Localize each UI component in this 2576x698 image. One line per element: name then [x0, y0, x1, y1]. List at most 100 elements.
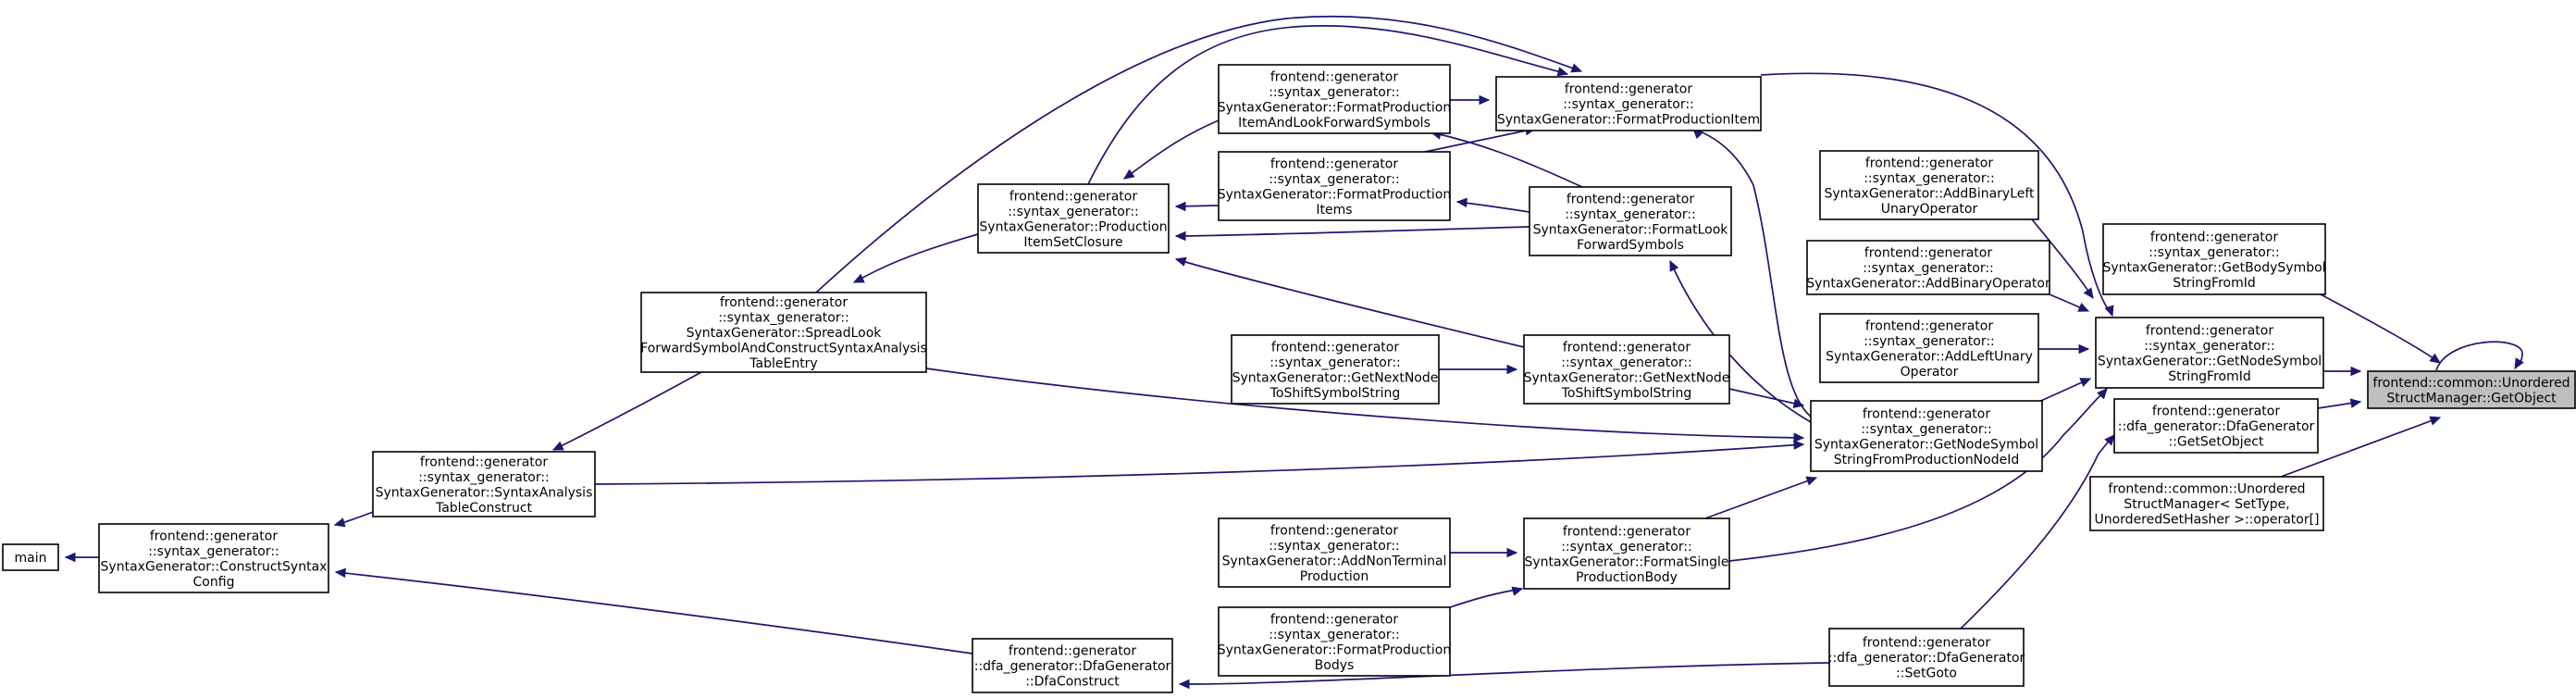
- node-setgoto[interactable]: frontend::generator::dfa_generator::DfaG…: [1828, 628, 2025, 687]
- node-label-line: Operator: [1901, 365, 1959, 380]
- node-box[interactable]: [1806, 240, 2050, 295]
- node-label-line: frontend::generator: [1865, 156, 1993, 170]
- node-box[interactable]: [1231, 334, 1440, 405]
- edge-setgoto-to-dfaconstruct: [1179, 662, 1830, 685]
- node-box[interactable]: [1218, 606, 1451, 677]
- node-getnodesymbol[interactable]: frontend::generator::syntax_generator::S…: [2095, 317, 2324, 389]
- node-label-line: frontend::generator: [1270, 156, 1398, 171]
- node-getnextnode1[interactable]: frontend::generator::syntax_generator::S…: [1231, 334, 1440, 405]
- node-box[interactable]: [98, 523, 329, 593]
- node-label-line: Production: [1300, 569, 1368, 584]
- node-label-line: ::syntax_generator::: [1864, 171, 1995, 186]
- node-formatlookfwd[interactable]: frontend::generator::syntax_generator::S…: [1529, 186, 1732, 256]
- node-label-line: Items: [1316, 203, 1352, 218]
- node-label-line: ToShiftSymbolString: [1269, 386, 1401, 401]
- node-box[interactable]: [1523, 517, 1730, 590]
- node-box[interactable]: [372, 451, 596, 517]
- arrowhead-syntaxtable-to-constructsyntax: [333, 517, 346, 528]
- node-label-line: SyntaxGenerator::Production: [979, 219, 1167, 234]
- node-box[interactable]: [1828, 628, 2025, 687]
- node-label-line: frontend::generator: [1009, 644, 1136, 659]
- node-formatproductionbodys[interactable]: frontend::generator::syntax_generator::S…: [1218, 606, 1452, 677]
- node-getnextnode2[interactable]: frontend::generator::syntax_generator::S…: [1523, 334, 1730, 405]
- node-label-line: SyntaxGenerator::FormatProduction: [1218, 642, 1452, 657]
- node-dfaconstruct[interactable]: frontend::generator::dfa_generator::DfaG…: [972, 638, 1173, 693]
- arrowhead-formatsinglebody-to-getnodesymbol: [2097, 388, 2108, 400]
- arrowhead-spreadlook-to-formatproductionitem: [1570, 63, 1583, 73]
- node-label-line: SyntaxGenerator::FormatSingle: [1524, 555, 1728, 569]
- node-formatsinglebody[interactable]: frontend::generator::syntax_generator::S…: [1523, 517, 1730, 590]
- node-label-line: StructManager< SetType,: [2124, 497, 2289, 512]
- node-label-line: ProductionBody: [1576, 570, 1678, 585]
- node-label-line: frontend::generator: [1270, 69, 1398, 84]
- arrowhead-operatoridx-to-getobject: [2429, 416, 2442, 426]
- node-getsetobject[interactable]: frontend::generator::dfa_generator::DfaG…: [2113, 398, 2319, 454]
- node-box[interactable]: [977, 183, 1170, 254]
- arrowhead-setgoto-to-dfaconstruct: [1178, 679, 1190, 690]
- node-getbodysymbol[interactable]: frontend::generator::syntax_generator::S…: [2102, 223, 2326, 295]
- node-label-line: frontend::generator: [2152, 405, 2280, 419]
- node-addnonterminal[interactable]: frontend::generator::syntax_generator::S…: [1218, 517, 1451, 588]
- arrowhead-itemsetclosure-to-spreadlook: [852, 273, 865, 283]
- edge-formatprodlookfwd-to-itemsetclosure: [1123, 119, 1220, 180]
- node-label-line: SyntaxGenerator::GetNodeSymbol: [1814, 437, 2038, 452]
- arrowhead-getnextnode1-to-getnextnode2: [1506, 364, 1518, 375]
- node-label-line: StringFromId: [2168, 369, 2250, 384]
- arrowhead-getobject-to-getobject: [2514, 357, 2524, 370]
- node-formatproductionitems[interactable]: frontend::generator::syntax_generator::S…: [1218, 151, 1452, 221]
- node-spreadlook[interactable]: frontend::generator::syntax_generator::S…: [640, 292, 927, 373]
- arrowhead-dfaconstruct-to-constructsyntax: [334, 567, 346, 579]
- node-box[interactable]: [1819, 150, 2039, 220]
- arrowhead-formatsinglebody-to-getnodesymbolfromprod: [1805, 476, 1818, 486]
- node-label-line: ::syntax_generator::: [1269, 85, 1400, 100]
- node-label-line: SyntaxGenerator::SyntaxAnalysis: [376, 485, 593, 500]
- node-addleftunary[interactable]: frontend::generator::syntax_generator::S…: [1819, 313, 2039, 383]
- node-label-line: frontend::generator: [1865, 318, 1993, 333]
- arrowhead-getsetobject-to-getobject: [2349, 398, 2362, 408]
- node-box[interactable]: [1819, 313, 2039, 383]
- node-getnodesymbolfromprod[interactable]: frontend::generator::syntax_generator::S…: [1810, 400, 2043, 472]
- node-label-line: ForwardSymbols: [1577, 238, 1684, 253]
- node-label-line: frontend::common::Unordered: [2108, 482, 2305, 497]
- node-addbinaryleft[interactable]: frontend::generator::syntax_generator::S…: [1819, 150, 2039, 220]
- node-label-line: SyntaxGenerator::AddLeftUnary: [1826, 349, 2033, 364]
- node-itemsetclosure[interactable]: frontend::generator::syntax_generator::S…: [977, 183, 1170, 254]
- node-box[interactable]: [972, 638, 1173, 693]
- edge-getnextnode2-to-getnodesymbolfromprod: [1728, 388, 1804, 406]
- node-constructsyntax[interactable]: frontend::generator::syntax_generator::S…: [98, 523, 329, 593]
- node-box[interactable]: [1218, 64, 1451, 134]
- node-box[interactable]: [2, 543, 59, 571]
- node-label-line: ::syntax_generator::: [1269, 539, 1400, 554]
- node-box[interactable]: [2367, 370, 2576, 409]
- node-box[interactable]: [2089, 476, 2324, 531]
- node-formatproductionitem[interactable]: frontend::generator::syntax_generator::S…: [1495, 76, 1762, 131]
- node-box[interactable]: [1523, 334, 1730, 405]
- node-label-line: ::dfa_generator::DfaGenerator: [2118, 419, 2315, 434]
- arrowhead-getnodesymbolfromprod-to-getnodesymbol: [2079, 378, 2092, 387]
- node-box[interactable]: [640, 292, 927, 373]
- node-box[interactable]: [1529, 186, 1732, 256]
- node-box[interactable]: [1218, 151, 1451, 221]
- node-label-line: main: [15, 551, 47, 566]
- node-formatprodlookfwd[interactable]: frontend::generator::syntax_generator::S…: [1218, 64, 1452, 134]
- node-box[interactable]: [2102, 223, 2326, 295]
- node-main[interactable]: main: [2, 543, 59, 571]
- node-syntaxtable[interactable]: frontend::generator::syntax_generator::S…: [372, 451, 596, 517]
- edge-getnodesymbolfromprod-to-formatproductionitem: [1692, 128, 1812, 418]
- node-box[interactable]: [2095, 317, 2324, 389]
- node-label-line: frontend::generator: [1563, 524, 1690, 539]
- edge-itemsetclosure-to-formatproductionitem: [1087, 25, 1568, 185]
- node-getobject[interactable]: frontend::common::UnorderedStructManager…: [2367, 370, 2576, 409]
- node-addbinaryop[interactable]: frontend::generator::syntax_generator::S…: [1806, 240, 2050, 295]
- node-label-line: SyntaxGenerator::SpreadLook: [687, 326, 883, 341]
- node-box[interactable]: [1495, 76, 1762, 131]
- node-operatoridx[interactable]: frontend::common::UnorderedStructManager…: [2089, 476, 2324, 531]
- node-label-line: ::syntax_generator::: [1863, 261, 1994, 276]
- node-box[interactable]: [1218, 517, 1451, 588]
- node-label-line: UnorderedSetHasher >::operator[]: [2094, 513, 2319, 528]
- node-box[interactable]: [1810, 400, 2043, 472]
- node-label-line: UnaryOperator: [1881, 202, 1978, 217]
- node-box[interactable]: [2113, 398, 2319, 454]
- node-label-line: SyntaxGenerator::GetNextNode: [1232, 370, 1439, 385]
- arrowhead-formatprodlookfwd-to-itemsetclosure: [1123, 168, 1135, 180]
